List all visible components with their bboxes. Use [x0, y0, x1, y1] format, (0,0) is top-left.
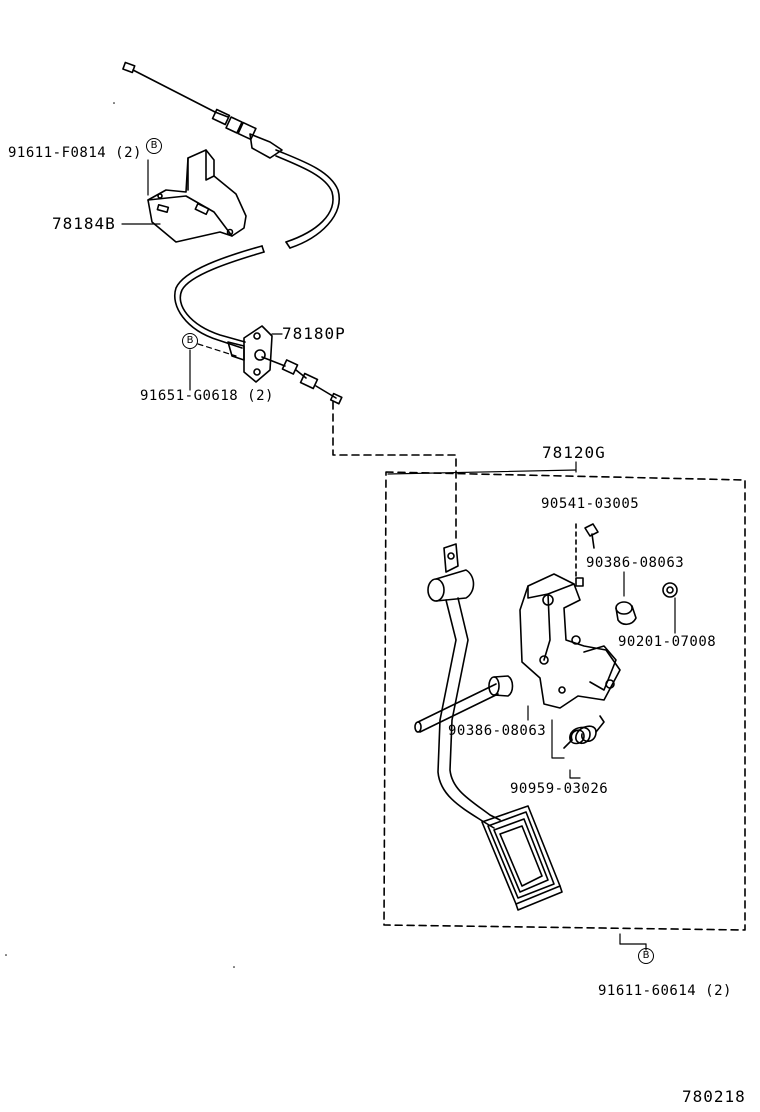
label-cable-assy: 78180P — [282, 324, 346, 343]
bushing-lower — [488, 675, 514, 697]
screw — [575, 523, 599, 587]
label-nut: 90201-07008 — [618, 634, 717, 650]
label-bushing-lower: 90386-08063 — [448, 723, 547, 739]
label-cable-bolt: 91651-G0618 (2) — [140, 388, 274, 404]
cable-flange — [227, 325, 343, 405]
bracket-78184b — [147, 149, 247, 243]
assembly-box — [383, 471, 746, 931]
nut — [662, 582, 678, 598]
return-spring — [563, 715, 605, 749]
label-spring: 90959-03026 — [510, 781, 609, 797]
label-pedal-bolt: 91611-60614 (2) — [598, 983, 732, 999]
label-bracket-bolt: 91611-F0814 (2) — [8, 145, 142, 161]
scan-specks — [5, 102, 235, 968]
bushing-upper — [615, 601, 637, 626]
cable-to-pedal-link — [332, 401, 457, 541]
leader-lines — [121, 159, 676, 951]
illustration-number: 780218 — [682, 1087, 746, 1106]
bolt-marker-bracket: B — [146, 138, 162, 154]
pedal-bracket — [519, 573, 621, 709]
label-bracket: 78184B — [52, 214, 116, 233]
bolt-marker-cable: B — [182, 333, 198, 349]
accelerator-cable — [122, 61, 340, 349]
label-bushing-upper: 90386-08063 — [586, 555, 685, 571]
label-screw: 90541-03005 — [541, 496, 640, 512]
label-pedal-assy: 78120G — [542, 443, 606, 462]
pedal-arm — [414, 543, 563, 911]
bolt-marker-pedal: B — [638, 948, 654, 964]
